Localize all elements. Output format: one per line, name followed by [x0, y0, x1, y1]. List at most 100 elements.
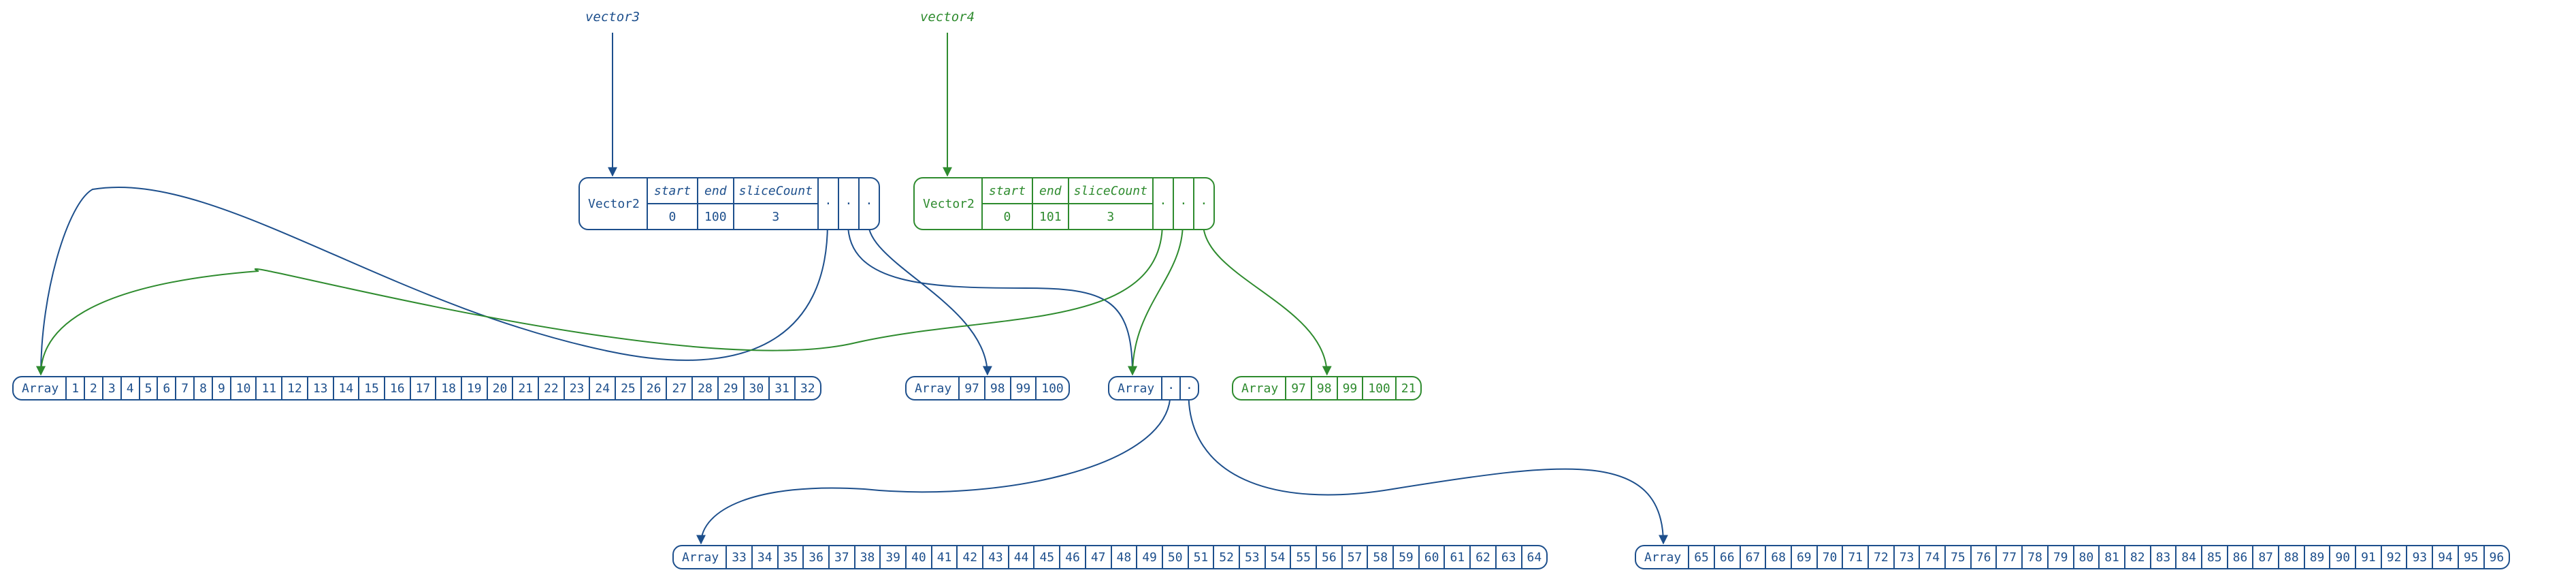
array-cell: 99 [1009, 377, 1036, 399]
array-cell: 59 [1392, 546, 1418, 568]
array-type-label: Array [1644, 550, 1682, 565]
array-cell: 36 [802, 546, 828, 568]
array-cell: 100 [1035, 377, 1069, 399]
array-cell: 4 [120, 377, 139, 399]
pointer-slot: · [858, 178, 879, 229]
array-cell: 61 [1444, 546, 1469, 568]
array-cell: 17 [409, 377, 436, 399]
array-cell: 16 [383, 377, 410, 399]
array-cell: 12 [281, 377, 307, 399]
array-cell: 71 [1842, 546, 1868, 568]
array-cell: 21 [512, 377, 538, 399]
array-cell: 86 [2226, 546, 2253, 568]
vector2-type-label: Vector2 [588, 196, 640, 211]
array-cell: 63 [1495, 546, 1521, 568]
array-cell: 62 [1469, 546, 1495, 568]
vector2-type-label: Vector2 [923, 196, 975, 211]
array-cell: 89 [2303, 546, 2330, 568]
slicecount-header: sliceCount [734, 178, 817, 204]
array-cell: 6 [157, 377, 175, 399]
array-cell: 41 [930, 546, 957, 568]
array-cell: 99 [1336, 377, 1363, 399]
array-cell: 8 [193, 377, 212, 399]
array-cell: 27 [666, 377, 691, 399]
pointer-slot: · [1172, 178, 1193, 229]
array-cell: 40 [905, 546, 931, 568]
array-cell: 47 [1084, 546, 1111, 568]
array-cell: 90 [2329, 546, 2355, 568]
array-cell: 44 [1007, 546, 1034, 568]
array-cell: 64 [1520, 546, 1547, 568]
edge-v3-to-pointer-array [847, 223, 1137, 376]
array-cell: · [1179, 377, 1198, 399]
array-node-pointers: Array·· [1108, 376, 1199, 401]
array-cell: 58 [1367, 546, 1392, 568]
pointer-slot: · [837, 178, 858, 229]
array-cell: 31 [768, 377, 794, 399]
array-cell: 43 [982, 546, 1008, 568]
array-cell: 34 [751, 546, 777, 568]
array-cell: 54 [1264, 546, 1290, 568]
array-cell: 42 [956, 546, 982, 568]
array-cell: 74 [1919, 546, 1944, 568]
slicecount-value: 3 [1107, 209, 1115, 224]
array-cell: 50 [1161, 546, 1188, 568]
end-column: end 101 [1032, 178, 1068, 229]
array-cell: 7 [175, 377, 193, 399]
array-cell: 52 [1213, 546, 1239, 568]
array-cell: 26 [640, 377, 666, 399]
array-cell: · [1161, 377, 1179, 399]
edge-to-array-33 [696, 393, 1171, 545]
array-cell: 38 [853, 546, 880, 568]
array-cell: 53 [1238, 546, 1265, 568]
array-cell: 88 [2278, 546, 2304, 568]
array-cell: 23 [563, 377, 589, 399]
array-cell: 3 [101, 377, 120, 399]
array-cell: 72 [1868, 546, 1893, 568]
array-cell: 95 [2457, 546, 2483, 568]
array-cell: 55 [1290, 546, 1316, 568]
array-cell: 94 [2432, 546, 2458, 568]
slicecount-column: sliceCount 3 [1067, 178, 1152, 229]
array-cell: 78 [2021, 546, 2047, 568]
array-cell: 32 [794, 377, 820, 399]
array-cell: 10 [229, 377, 256, 399]
slicecount-column: sliceCount 3 [732, 178, 817, 229]
edge-v4-to-array-1 [36, 223, 1163, 376]
array-cell: 70 [1816, 546, 1842, 568]
edge-v4-to-pointer-array [1128, 223, 1184, 376]
array-cell: 19 [460, 377, 487, 399]
array-cell: 33 [725, 546, 751, 568]
array-cell: 51 [1187, 546, 1213, 568]
vector2-node-vector3: Vector2 start 0 end 100 sliceCount 3 · ·… [578, 177, 880, 230]
array-cell: 85 [2200, 546, 2227, 568]
array-cell: 13 [306, 377, 333, 399]
start-value: 0 [1003, 209, 1011, 224]
start-header: start [647, 178, 698, 204]
start-column: start 0 [646, 178, 698, 229]
array-cell: 56 [1316, 546, 1341, 568]
array-cell: 92 [2380, 546, 2407, 568]
array-cell: 9 [211, 377, 230, 399]
pointer-slot: · [1192, 178, 1213, 229]
array-cell: 20 [486, 377, 512, 399]
start-column: start 0 [981, 178, 1032, 229]
array-cell: 48 [1110, 546, 1137, 568]
pointer-slot: · [1152, 178, 1173, 229]
array-cell: 97 [958, 377, 984, 399]
array-cell: 15 [358, 377, 384, 399]
array-cell: 24 [589, 377, 615, 399]
array-cell: 49 [1136, 546, 1162, 568]
array-cell: 2 [84, 377, 102, 399]
array-cell: 100 [1362, 377, 1395, 399]
array-type-label: Array [915, 381, 952, 396]
array-cell: 35 [777, 546, 803, 568]
array-cell: 82 [2123, 546, 2150, 568]
array-cell: 93 [2406, 546, 2432, 568]
